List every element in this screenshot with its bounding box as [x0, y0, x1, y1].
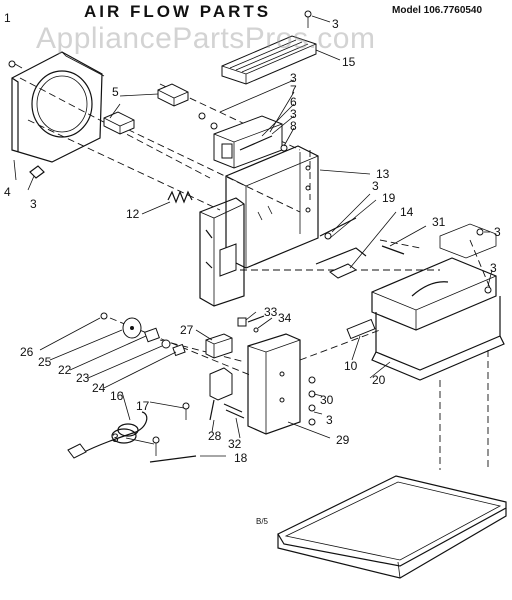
- screws-30: [308, 376, 316, 426]
- alignment-line: [19, 77, 211, 179]
- top-grille-15: [221, 35, 317, 85]
- power-cord-16: [67, 411, 148, 459]
- part-label-33: 33: [264, 305, 278, 319]
- control-switch-assembly: [198, 112, 288, 169]
- screw-top-left: [8, 60, 23, 69]
- screw-17: [182, 402, 190, 420]
- screw-18: [149, 436, 197, 463]
- screw-top: [304, 10, 312, 28]
- alignment-line: [299, 329, 381, 361]
- part-label-28: 28: [208, 429, 222, 443]
- alignment-line: [379, 239, 421, 249]
- capacitor-28: [209, 367, 233, 421]
- part-label-26: 26: [20, 345, 34, 359]
- part-label-3: 3: [290, 107, 297, 121]
- part-label-1: 1: [4, 11, 11, 25]
- screw-13-right: [324, 232, 332, 240]
- side-bracket-assembly: [199, 197, 245, 307]
- part-label-6: 6: [290, 95, 297, 109]
- alignment-line: [469, 239, 491, 289]
- clip-32: [223, 403, 245, 419]
- part-label-34: 34: [278, 311, 292, 325]
- base-pan-assembly: [346, 223, 505, 381]
- spring-12: [167, 190, 193, 204]
- part-label-3: 3: [326, 413, 333, 427]
- part-label-4: 4: [4, 185, 11, 199]
- part-label-31: 31: [432, 215, 446, 229]
- part-label-8: 8: [290, 119, 297, 133]
- alignment-line: [27, 119, 221, 211]
- part-label-18: 18: [234, 451, 248, 465]
- part-label-3: 3: [290, 71, 297, 85]
- fan-motor-cluster: [100, 312, 186, 357]
- part-label-27: 27: [180, 323, 194, 337]
- part-label-19: 19: [382, 191, 396, 205]
- part-label-3: 3: [30, 197, 37, 211]
- screw-right-top: [476, 228, 492, 294]
- part-label-3: 3: [494, 225, 501, 239]
- part-label-7: 7: [290, 83, 297, 97]
- front-grille-frame: [11, 51, 105, 163]
- leader-lines: [13, 15, 493, 457]
- alignment-line: [107, 119, 301, 213]
- part-label-b-5: B/5: [256, 517, 269, 526]
- part-label-22: 22: [58, 363, 72, 377]
- model-number: Model 106.7760540: [392, 5, 483, 16]
- part-label-30: 30: [320, 393, 334, 407]
- part-label-3: 3: [112, 431, 119, 445]
- part-label-10: 10: [344, 359, 358, 373]
- alignment-line: [159, 339, 246, 363]
- bracket-pair-5: [103, 83, 189, 135]
- part-label-3: 3: [332, 17, 339, 31]
- knob-33-34: [237, 315, 265, 333]
- thermostat-27: [205, 333, 233, 359]
- part-label-17: 17: [136, 399, 150, 413]
- page-title: AIR FLOW PARTS: [84, 2, 272, 21]
- part-label-32: 32: [228, 437, 242, 451]
- part-label-24: 24: [92, 381, 106, 395]
- part-label-3: 3: [372, 179, 379, 193]
- part-label-25: 25: [38, 355, 52, 369]
- part-label-23: 23: [76, 371, 90, 385]
- part-label-20: 20: [372, 373, 386, 387]
- clip-part-1: [29, 165, 45, 179]
- control-bracket-29: [247, 333, 301, 435]
- part-label-12: 12: [126, 207, 140, 221]
- part-label-15: 15: [342, 55, 356, 69]
- part-label-14: 14: [400, 205, 414, 219]
- part-label-16: 16: [110, 389, 124, 403]
- part-label-5: 5: [112, 85, 119, 99]
- cabinet-bottom-pan: [277, 475, 507, 579]
- part-label-3: 3: [490, 261, 497, 275]
- part-label-29: 29: [336, 433, 350, 447]
- clip-14: [329, 263, 357, 279]
- watermark-text: AppliancePartsPros.com: [36, 22, 376, 55]
- part-label-13: 13: [376, 167, 390, 181]
